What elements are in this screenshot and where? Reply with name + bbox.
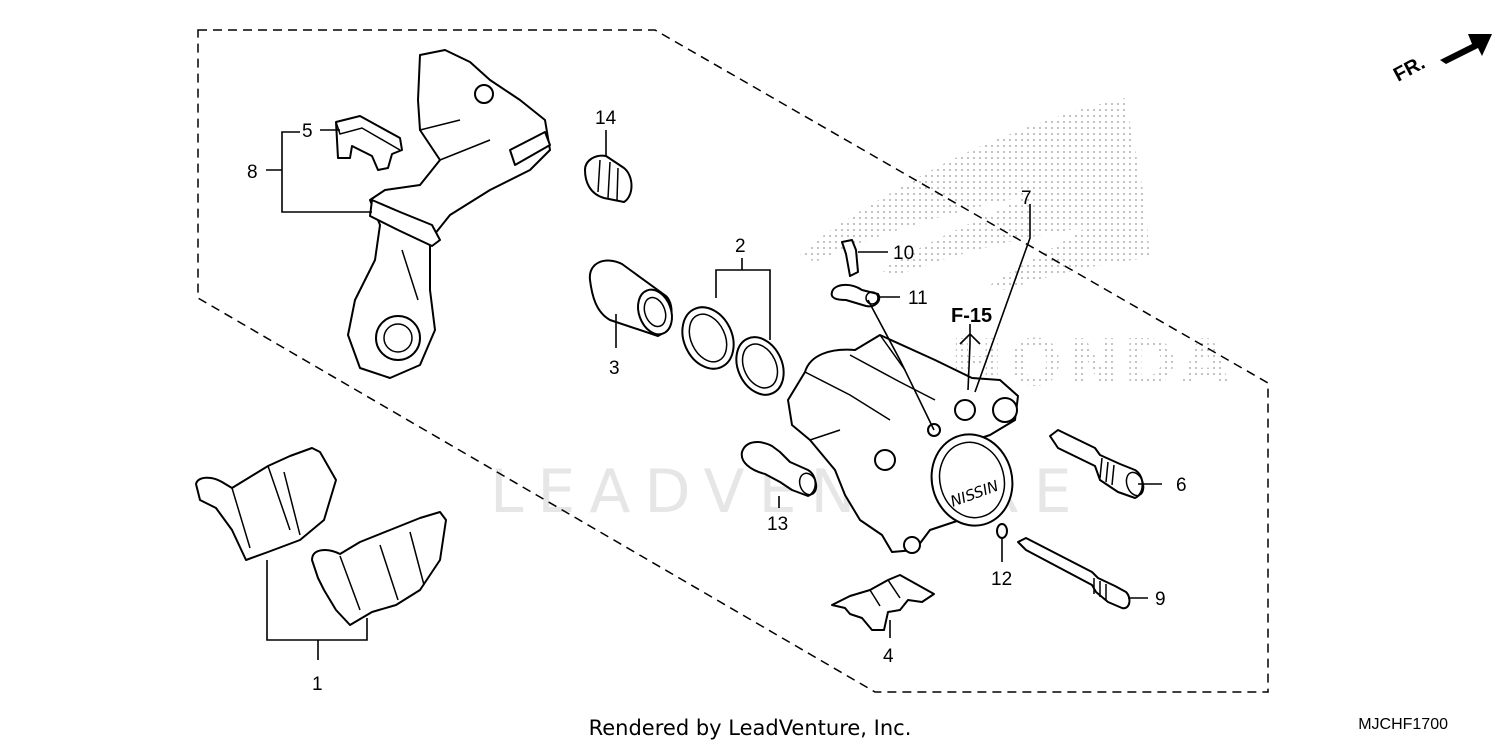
rendered-by-footer: Rendered by LeadVenture, Inc. (588, 716, 912, 740)
callout-labels: 1 2 3 4 5 6 7 8 9 10 11 12 13 14 F-15 (247, 108, 1187, 695)
callout-5: 5 (302, 121, 313, 142)
boot (584, 154, 633, 203)
svg-text:FR.: FR. (1390, 52, 1429, 87)
callout-10: 10 (893, 243, 914, 264)
retainer-clip (335, 115, 403, 171)
caliper-piston (588, 259, 673, 337)
caliper-bracket (347, 49, 551, 379)
callout-9: 9 (1155, 589, 1166, 610)
callout-4: 4 (883, 646, 894, 667)
callout-11: 11 (908, 288, 928, 309)
callout-14: 14 (595, 108, 617, 129)
brake-pad-set (195, 447, 447, 626)
exploded-view-border (197, 29, 1269, 693)
callout-13: 13 (767, 514, 788, 535)
pad-spring (831, 574, 935, 631)
callout-3: 3 (609, 358, 620, 379)
callout-7: 7 (1021, 188, 1032, 209)
reference-label-f15: F-15 (951, 305, 992, 327)
callout-2: 2 (735, 236, 746, 257)
direction-marker: FR. (1390, 34, 1492, 86)
piston-seal-set (681, 306, 785, 396)
callout-12: 12 (991, 569, 1012, 590)
diagram-id: MJCHF1700 (1358, 716, 1448, 733)
callout-8: 8 (247, 162, 258, 183)
washer (996, 523, 1008, 539)
pad-pin (1017, 537, 1131, 610)
leader-lines (266, 129, 1162, 660)
callout-1: 1 (312, 674, 323, 695)
bleeder-screw (841, 239, 859, 277)
bracket-pin (740, 441, 818, 497)
bleeder-cap (830, 284, 881, 308)
callout-6: 6 (1176, 475, 1187, 496)
honda-wing-watermark: HONDA (800, 98, 1230, 401)
